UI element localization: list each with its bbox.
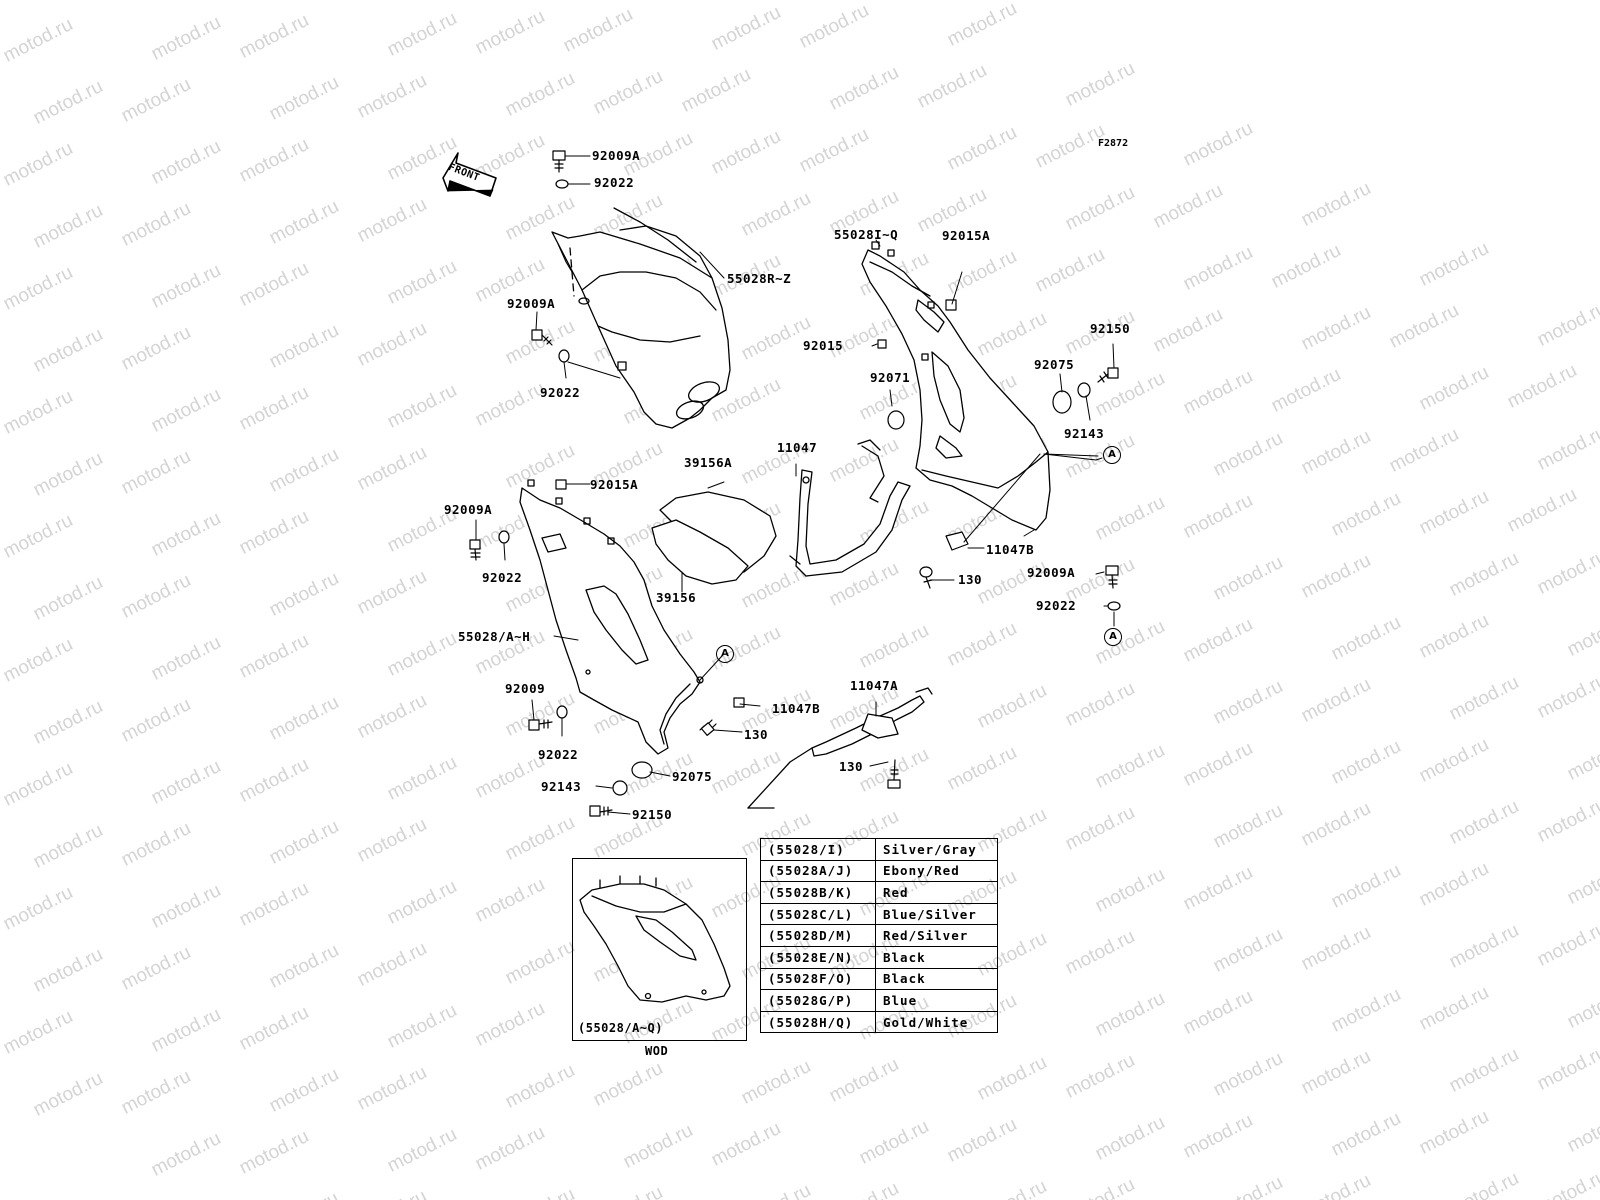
color-table-row: (55028A/J)Ebony/Red <box>760 859 998 883</box>
callout-92015A-right: 92015A <box>942 228 991 243</box>
color-table-part: (55028F/O) <box>760 967 876 991</box>
callout-55028-A-H: 55028/A~H <box>458 629 531 644</box>
callout-92143-bottom: 92143 <box>541 779 582 794</box>
figure-code: F2872 <box>1098 138 1129 149</box>
callout-11047B-right: 11047B <box>986 542 1035 557</box>
callout-92015: 92015 <box>803 338 844 353</box>
color-table-row: (55028H/Q)Gold/White <box>760 1010 998 1034</box>
callout-92009A-lower: 92009A <box>444 502 493 517</box>
stay-bracket-part <box>789 439 911 577</box>
callout-92022-top: 92022 <box>594 175 635 190</box>
callout-92009A-left: 92009A <box>507 296 556 311</box>
inset-part-label: (55028/A~Q) <box>578 1021 663 1035</box>
color-table-color: Red <box>875 881 998 904</box>
callout-92150-right: 92150 <box>1090 321 1131 336</box>
callout-92150-bottom: 92150 <box>632 807 673 822</box>
color-table-row: (55028E/N)Black <box>760 945 998 969</box>
color-table-part: (55028H/Q) <box>760 1010 876 1034</box>
inset-cowl-sketch <box>579 875 731 1003</box>
color-table-part: (55028E/N) <box>760 945 876 969</box>
color-table-color: Silver/Gray <box>875 838 998 861</box>
callout-92009A-far-right: 92009A <box>1027 565 1076 580</box>
callout-92022-lower: 92022 <box>482 570 523 585</box>
callout-92009: 92009 <box>505 681 546 696</box>
color-table-part: (55028A/J) <box>760 859 876 883</box>
callout-39156: 39156 <box>656 590 697 605</box>
front-arrow-icon <box>442 152 497 197</box>
callout-130-bottom: 130 <box>839 759 864 774</box>
callout-11047: 11047 <box>777 440 818 455</box>
leader-lines <box>475 155 1115 815</box>
callout-11047A: 11047A <box>850 678 899 693</box>
inset-panel: (55028/A~Q) <box>572 858 747 1041</box>
lower-stay-bracket-part <box>747 687 933 809</box>
color-table-row: (55028B/K)Red <box>760 881 998 904</box>
color-table-color: Black <box>875 945 998 969</box>
color-table-row: (55028G/P)Blue <box>760 989 998 1012</box>
color-table-part: (55028G/P) <box>760 989 876 1012</box>
color-table-color: Blue/Silver <box>875 902 998 926</box>
color-table-part: (55028D/M) <box>760 924 876 947</box>
callout-92143-right: 92143 <box>1064 426 1105 441</box>
reference-marker-a-lower: A <box>716 645 734 663</box>
callout-130-lower: 130 <box>744 727 769 742</box>
color-table: (55028/I)Silver/Gray(55028A/J)Ebony/Red(… <box>760 838 998 1034</box>
callout-130-right: 130 <box>958 572 983 587</box>
color-table-row: (55028C/L)Blue/Silver <box>760 902 998 926</box>
callout-92022-far-right: 92022 <box>1036 598 1077 613</box>
callout-92022-bottom: 92022 <box>538 747 579 762</box>
color-table-part: (55028/I) <box>760 838 876 861</box>
reference-marker-a-far-right: A <box>1104 628 1122 646</box>
callout-55028R-Z: 55028R~Z <box>727 271 792 286</box>
color-table-part: (55028C/L) <box>760 902 876 926</box>
callout-92075-right: 92075 <box>1034 357 1075 372</box>
color-table-part: (55028B/K) <box>760 881 876 904</box>
color-table-color: Black <box>875 967 998 991</box>
callout-92009A-top: 92009A <box>592 148 641 163</box>
heat-insulator-part <box>651 491 777 585</box>
callout-92075-bottom: 92075 <box>672 769 713 784</box>
callout-92015A-lower: 92015A <box>590 477 639 492</box>
reference-marker-a-right: A <box>1103 446 1121 464</box>
color-table-color: Red/Silver <box>875 924 998 947</box>
color-table-row: (55028F/O)Black <box>760 967 998 991</box>
color-table-color: Blue <box>875 989 998 1012</box>
callout-11047B-lower: 11047B <box>772 701 821 716</box>
right-inner-cowl-part <box>861 241 1051 531</box>
callout-92071: 92071 <box>870 370 911 385</box>
fastener-bolts <box>469 150 1121 817</box>
color-table-row: (55028/I)Silver/Gray <box>760 838 998 861</box>
callout-39156A: 39156A <box>684 455 733 470</box>
callout-55028I-Q: 55028I~Q <box>834 227 899 242</box>
upper-cowl-part <box>551 207 731 429</box>
color-table-row: (55028D/M)Red/Silver <box>760 924 998 947</box>
color-table-color: Ebony/Red <box>875 859 998 883</box>
callout-92022-left: 92022 <box>540 385 581 400</box>
inset-caption: WOD <box>645 1044 669 1058</box>
lower-cowl-part <box>519 479 704 755</box>
color-table-color: Gold/White <box>875 1010 998 1034</box>
